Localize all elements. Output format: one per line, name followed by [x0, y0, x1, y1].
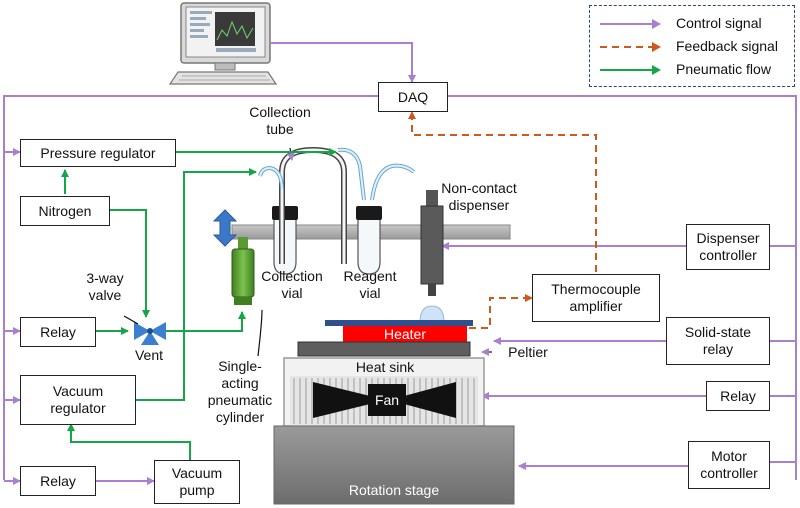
solid-state-relay-box: Solid-state relay [666, 317, 770, 365]
three-way-valve-label: 3-way valve [86, 270, 124, 303]
pressure-regulator-box: Pressure regulator [20, 139, 176, 167]
heater [343, 326, 467, 342]
legend-control-label: Control signal [676, 15, 762, 31]
motor-controller-box: Motor controller [688, 441, 770, 489]
daq-box: DAQ [378, 82, 448, 112]
legend-pneumatic: Pneumatic flow [598, 61, 794, 79]
rotation-stage [273, 425, 515, 505]
peltier-label: Peltier [508, 344, 548, 360]
relay-bottom-box: Relay [20, 466, 96, 496]
vent-label: Vent [134, 347, 164, 363]
dispenser-controller-box: Dispenser controller [686, 224, 770, 270]
droplet [419, 305, 445, 323]
reagent-vial-label: Reagent vial [343, 268, 397, 301]
relay-vent-box: Relay [20, 317, 96, 347]
legend: Control signal Feedback signal Pneumatic… [589, 5, 795, 87]
cylinder-label: Single- acting pneumatic cylinder [207, 358, 273, 425]
relay-fan-box: Relay [706, 381, 770, 411]
three-way-valve-icon [134, 322, 166, 345]
rotation-stage-label: Rotation stage [348, 482, 440, 498]
non-contact-dispenser-label: Non-contact dispenser [441, 180, 517, 213]
fan-label: Fan [374, 392, 400, 408]
legend-feedback: Feedback signal [598, 38, 794, 56]
plate [325, 320, 473, 326]
reagent-vial [356, 206, 382, 275]
collection-tube [279, 146, 347, 264]
up-down-arrow-icon [212, 209, 238, 247]
nitrogen-box: Nitrogen [20, 196, 110, 226]
pneumatic-cylinder [231, 237, 255, 305]
collection-vial-label: Collection vial [261, 268, 323, 301]
heater-label: Heater [383, 326, 427, 342]
control-signal-lines [3, 42, 797, 485]
vacuum-regulator-box: Vacuum regulator [20, 375, 136, 425]
legend-pneumatic-label: Pneumatic flow [676, 61, 771, 77]
vacuum-pump-box: Vacuum pump [154, 460, 240, 504]
peltier [297, 341, 471, 357]
non-contact-dispenser [420, 190, 444, 296]
feedback-signal-lines [408, 111, 597, 329]
thermocouple-amplifier-box: Thermocouple amplifier [532, 274, 660, 322]
heat-sink-label: Heat sink [355, 359, 415, 375]
pointer-lines [123, 147, 295, 357]
collection-tube-label: Collection tube [249, 104, 311, 137]
fan [313, 382, 456, 418]
legend-feedback-label: Feedback signal [676, 38, 778, 54]
legend-control: Control signal [598, 15, 794, 33]
pneumatic-flow-lines [61, 148, 337, 460]
computer-icon [168, 2, 278, 85]
tubing [258, 147, 416, 201]
